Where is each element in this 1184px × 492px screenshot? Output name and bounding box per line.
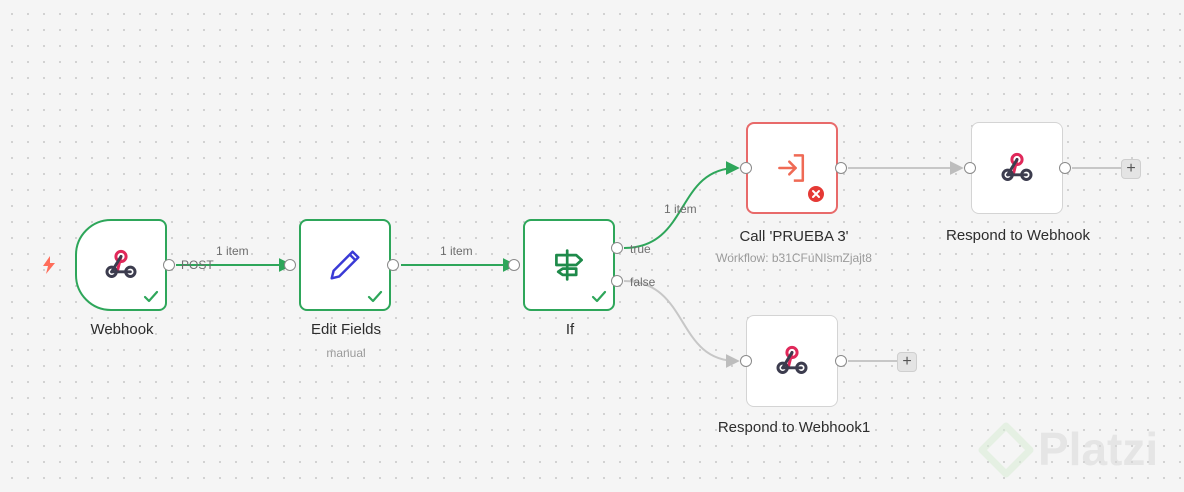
edge-item-count: 1 item (440, 244, 473, 258)
success-check-icon (143, 290, 159, 303)
webhook-output-handle[interactable] (163, 259, 175, 271)
trigger-bolt-icon (43, 256, 55, 274)
node-call-workflow[interactable] (746, 122, 838, 214)
if-false-output-handle[interactable] (611, 275, 623, 287)
node-edit-fields[interactable] (299, 219, 391, 311)
node-respond1-title: Respond to Webhook1 (717, 419, 871, 436)
webhook-icon (1000, 151, 1034, 185)
edit-fields-output-handle[interactable] (387, 259, 399, 271)
call-workflow-output-handle[interactable] (835, 162, 847, 174)
edge-item-count: 1 item (216, 244, 249, 258)
watermark-text: Platzi (1038, 423, 1159, 475)
respond-input-handle[interactable] (964, 162, 976, 174)
platzi-watermark: Platzi (976, 420, 1176, 480)
node-respond-to-webhook1[interactable] (746, 315, 838, 407)
call-workflow-input-handle[interactable] (740, 162, 752, 174)
success-check-icon (367, 290, 383, 303)
if-true-output-handle[interactable] (611, 242, 623, 254)
success-check-icon (591, 290, 607, 303)
node-edit-fields-title: Edit Fields (310, 321, 382, 338)
respond-output-handle[interactable] (1059, 162, 1071, 174)
webhook-method-label: POST (181, 258, 214, 272)
edge-if-true-call[interactable] (623, 161, 740, 249)
signpost-icon (551, 247, 587, 283)
error-icon (808, 186, 824, 202)
webhook-icon (104, 248, 138, 282)
respond1-output-handle[interactable] (835, 355, 847, 367)
respond1-input-handle[interactable] (740, 355, 752, 367)
add-node-button[interactable]: + (897, 352, 917, 372)
edit-fields-input-handle[interactable] (284, 259, 296, 271)
if-false-label: false (630, 275, 656, 289)
add-node-button[interactable]: + (1121, 159, 1141, 179)
pencil-icon (326, 246, 364, 284)
node-webhook-title: Webhook (90, 321, 154, 338)
node-if-title: If (565, 321, 575, 338)
if-true-label: true (630, 242, 651, 256)
edge-item-count: 1 item (664, 202, 697, 216)
platzi-logo-icon (978, 422, 1034, 478)
node-call-workflow-title: Call 'PRUEBA 3' (739, 228, 849, 245)
if-input-handle[interactable] (508, 259, 520, 271)
node-call-workflow-subtitle: Workflow: b31CFuNIsmZjajt8 (716, 251, 872, 265)
edge-if-false-respond1[interactable] (623, 280, 740, 368)
webhook-icon (775, 344, 809, 378)
node-edit-fields-subtitle: manual (326, 346, 366, 360)
node-webhook[interactable] (75, 219, 167, 311)
node-respond-to-webhook[interactable] (971, 122, 1063, 214)
sign-in-icon (774, 150, 810, 186)
node-if[interactable] (523, 219, 615, 311)
node-respond-title: Respond to Webhook (946, 227, 1090, 244)
